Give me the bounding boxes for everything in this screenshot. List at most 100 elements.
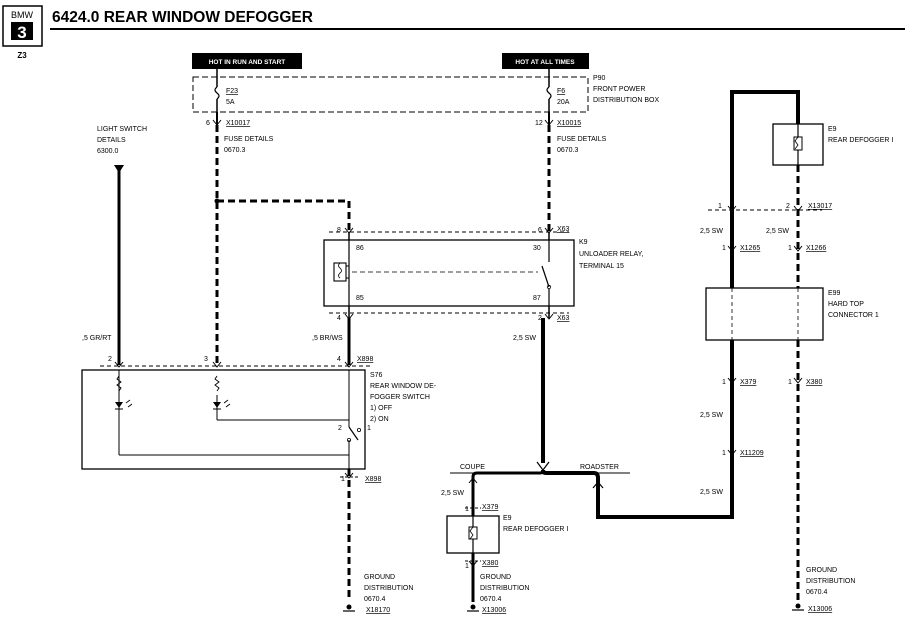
connector-x10017: 6 X10017 xyxy=(206,112,250,127)
page-title: 6424.0 REAR WINDOW DEFOGGER xyxy=(52,9,313,26)
f23-rating: 5A xyxy=(226,99,235,106)
fuse-f6-icon xyxy=(546,86,552,100)
relay-line1: UNLOADER RELAY, xyxy=(579,251,643,258)
x63-top-label: X63 xyxy=(557,226,570,233)
wire-sw-output-label: 2,5 SW xyxy=(513,335,536,342)
fuse-f23: F23 5A xyxy=(214,69,238,112)
ground-left-ref: 0670.4 xyxy=(364,596,386,603)
ground-left-line2: DISTRIBUTION xyxy=(364,585,413,592)
connector-arrow-icon xyxy=(592,481,604,489)
variant-coupe-label: COUPE xyxy=(460,464,485,471)
connector-arrow-icon xyxy=(212,361,222,368)
x380-coupe-pin: 1 xyxy=(465,563,469,570)
wire-coupe-label: 2,5 SW xyxy=(441,490,464,497)
wire-light-switch: ,5 GR/RT 2 xyxy=(82,165,124,365)
connector-arrow-icon xyxy=(727,245,737,252)
x898-top-label: X898 xyxy=(357,356,373,363)
x10017-label: X10017 xyxy=(226,120,250,127)
splice-dot xyxy=(214,198,220,204)
relay-coil-icon xyxy=(333,262,347,282)
fuse-details-right-label: FUSE DETAILS xyxy=(557,136,607,143)
relay-line2: TERMINAL 15 xyxy=(579,263,624,270)
wire-f23-to-relay xyxy=(217,199,351,232)
relay-switch-icon xyxy=(541,265,550,288)
x379-coupe-pin: 1 xyxy=(465,506,469,513)
resistor-icon xyxy=(116,375,122,392)
x63-bottom-label: X63 xyxy=(557,315,570,322)
light-switch-ref: 6300.0 xyxy=(97,148,119,155)
p90-line2: DISTRIBUTION BOX xyxy=(593,97,659,104)
f23-label: F23 xyxy=(226,88,238,95)
supply-run-start-label: HOT IN RUN AND START xyxy=(209,59,286,66)
e99-line2: CONNECTOR 1 xyxy=(828,312,879,319)
s76-id: S76 xyxy=(370,372,383,379)
x1265-pin: 1 xyxy=(722,245,726,252)
x18170-label: X18170 xyxy=(366,607,390,614)
connector-arrow-icon xyxy=(344,472,354,479)
x1266-label: X1266 xyxy=(806,245,826,252)
p90-id: P90 xyxy=(593,75,606,82)
resistor-icon xyxy=(214,375,220,392)
supply-run-start-bg xyxy=(192,53,302,69)
supply-all-times-tag: HOT AT ALL TIMES xyxy=(502,53,589,69)
p90-outline xyxy=(192,76,589,113)
x898-bottom-label: X898 xyxy=(365,476,381,483)
connector-arrow-icon xyxy=(727,377,737,384)
x379-coupe-label: X379 xyxy=(482,504,498,511)
e9-coupe-label: REAR DEFOGGER I xyxy=(503,526,568,533)
x63-top-pin: 6 xyxy=(538,227,542,234)
fuse-details-left-ref: 0670.3 xyxy=(224,147,246,154)
fuse-f6: F6 20A xyxy=(546,69,570,112)
s76-opt1: 1) OFF xyxy=(370,405,392,412)
logo-brand: BMW xyxy=(11,10,34,20)
heater-element-icon xyxy=(793,136,803,151)
wire-to-roadster xyxy=(541,465,734,519)
roadster-hardtop: E9 REAR DEFOGGER I 1 2 X13017 2,5 SW 2,5… xyxy=(700,90,893,613)
connector-arrow-icon xyxy=(544,227,554,234)
supply-run-start-tag: HOT IN RUN AND START xyxy=(192,53,302,69)
connector-arrow-icon xyxy=(468,477,478,484)
supply-all-times-label: HOT AT ALL TIMES xyxy=(515,59,575,66)
relay-id: K9 xyxy=(579,239,588,246)
x10017-pin: 6 xyxy=(206,120,210,127)
e99-line1: HARD TOP xyxy=(828,301,864,308)
x13006-roadster-label: X13006 xyxy=(808,606,832,613)
wire-hardtop-loop xyxy=(730,90,800,288)
x11209-label: X11209 xyxy=(740,450,764,457)
ground-icon xyxy=(795,603,801,609)
s76-switch-icon xyxy=(348,426,359,441)
wire-relay-output: 2,5 SW xyxy=(513,318,550,471)
e9-roadster-label: REAR DEFOGGER I xyxy=(828,137,893,144)
x379-roadster-label: X379 xyxy=(740,379,756,386)
x380-roadster-pin: 1 xyxy=(788,379,792,386)
wire-f23-run xyxy=(214,125,351,365)
x380-coupe-label: X380 xyxy=(482,560,498,567)
ground-icon xyxy=(346,604,352,610)
x379-roadster-pin: 1 xyxy=(722,379,726,386)
heater-winding xyxy=(794,136,799,150)
fuse-details-left-label: FUSE DETAILS xyxy=(224,136,274,143)
p90-distribution-box: P90 FRONT POWER DISTRIBUTION BOX xyxy=(192,75,659,113)
contact-point xyxy=(356,427,361,432)
connector-arrow-icon xyxy=(114,361,124,368)
wire-gr-rt-label: ,5 GR/RT xyxy=(82,335,112,342)
s76-line2: FOGGER SWITCH xyxy=(370,394,430,401)
ground-left: GROUND DISTRIBUTION 0670.4 X18170 xyxy=(343,574,413,614)
bmw-logo: BMW 3 Z3 xyxy=(2,5,43,60)
heater-winding xyxy=(469,526,474,540)
connector-arrow-icon xyxy=(727,205,737,212)
x10015-pin: 12 xyxy=(535,120,543,127)
light-switch-line2: DETAILS xyxy=(97,137,126,144)
connector-x10015: 12 X10015 xyxy=(535,112,581,127)
wire-ht-right-label: 2,5 SW xyxy=(766,228,789,235)
x13017-pin2: 2 xyxy=(786,203,790,210)
logo-badge xyxy=(11,22,33,40)
e9-coupe-id: E9 xyxy=(503,515,512,522)
supply-all-times-bg xyxy=(502,53,589,69)
wire-ht-left-label: 2,5 SW xyxy=(700,228,723,235)
ground-coupe-line1: GROUND xyxy=(480,574,511,581)
s76-pos2: 2 xyxy=(338,425,342,432)
x380-roadster-label: X380 xyxy=(806,379,822,386)
f6-label: F6 xyxy=(557,88,565,95)
